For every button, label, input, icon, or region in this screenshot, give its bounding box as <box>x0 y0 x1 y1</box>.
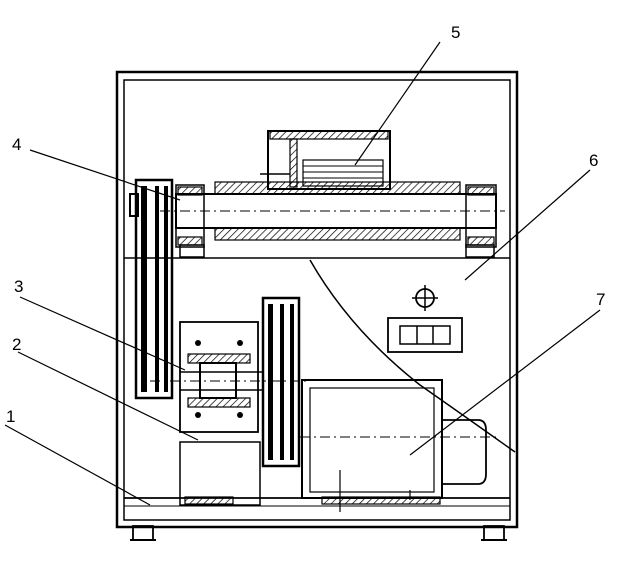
control-panel <box>309 259 516 453</box>
label-1: 1 <box>6 407 15 426</box>
label-4: 4 <box>12 135 21 154</box>
label-2: 2 <box>12 335 21 354</box>
label-6: 6 <box>589 151 598 170</box>
base-plate <box>179 441 441 506</box>
label-7: 7 <box>596 290 605 309</box>
top-box <box>260 130 391 190</box>
leader-lines <box>4 41 601 506</box>
cabinet-frame <box>115 70 519 529</box>
roller-drum <box>160 181 505 258</box>
callout-labels: 5 4 6 3 7 2 1 <box>6 23 605 426</box>
machine-feet <box>130 525 507 541</box>
motor <box>300 379 500 512</box>
drive-belt-pulley <box>129 178 174 400</box>
gearbox <box>150 321 310 433</box>
label-3: 3 <box>14 277 23 296</box>
motor-pulley <box>261 296 301 468</box>
label-5-top: 5 <box>451 23 460 42</box>
